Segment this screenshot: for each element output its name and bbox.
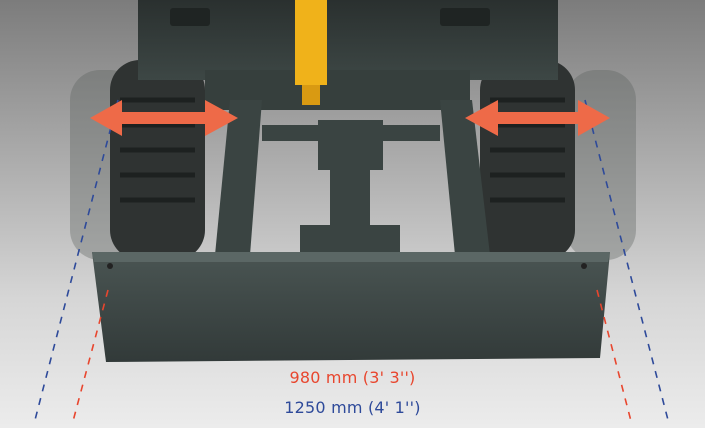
dozer-blade <box>92 252 610 362</box>
narrow-dimension-lines <box>71 289 633 426</box>
double-arrow-left-icon <box>90 100 238 136</box>
boom-cylinder <box>295 0 327 105</box>
narrow-track-width-label: 980 mm (3' 3'') <box>289 368 416 387</box>
double-arrow-right-icon <box>465 100 610 136</box>
track-right <box>480 60 575 260</box>
wide-track-width-label: 1250 mm (4' 1'') <box>284 398 421 417</box>
ghost-track-right <box>566 70 636 260</box>
machine-body <box>138 0 558 110</box>
track-left <box>110 60 205 260</box>
undercarriage-frame <box>215 100 490 255</box>
